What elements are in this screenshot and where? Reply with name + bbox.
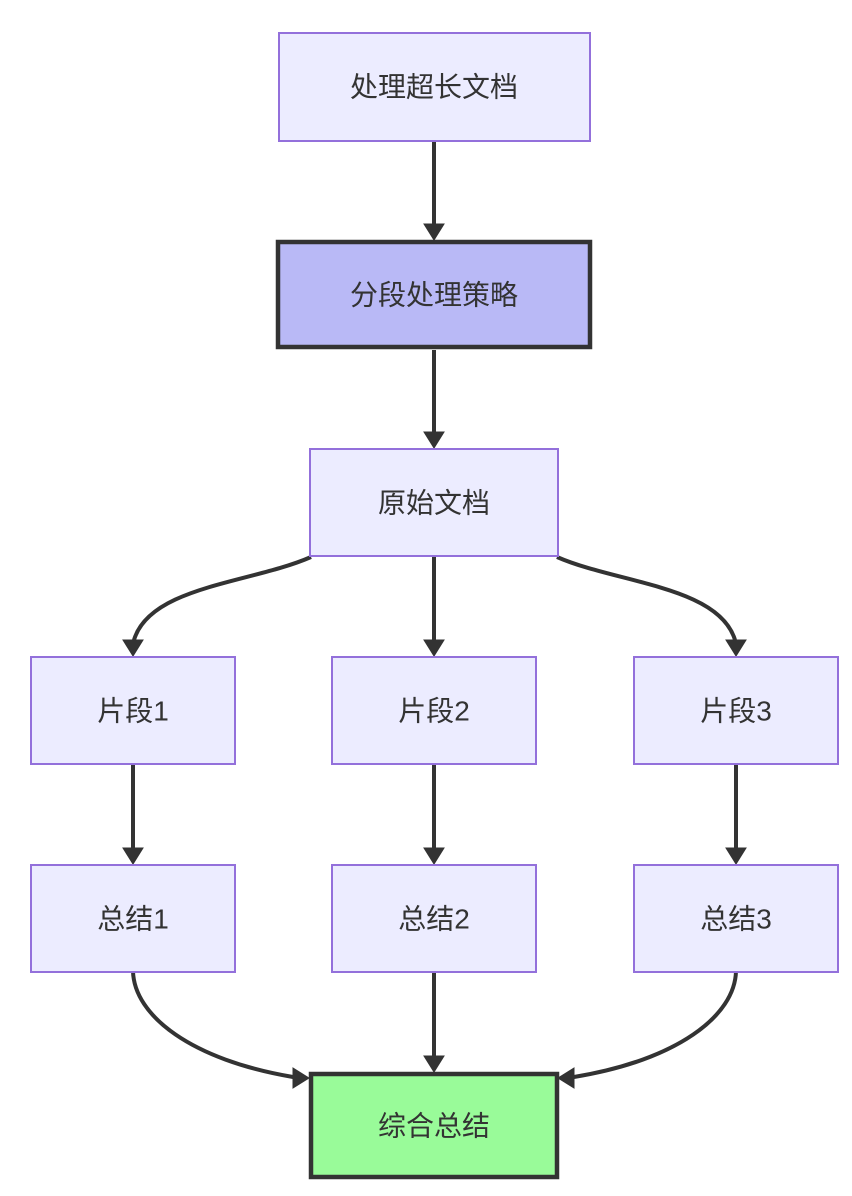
arrowhead-down-icon (423, 639, 445, 657)
node-chunk2-label: 片段2 (398, 696, 470, 727)
edge-original-to-chunk3 (556, 555, 747, 657)
node-process-doc-label: 处理超长文档 (350, 72, 518, 103)
node-strategy-label: 分段处理策略 (350, 280, 518, 311)
arrowhead-left-icon (557, 1067, 575, 1089)
edge-strategy-to-original (423, 350, 445, 449)
arrowhead-down-icon (725, 847, 747, 865)
node-summary3-label: 总结3 (700, 904, 772, 935)
node-chunk1-label: 片段1 (97, 696, 169, 727)
node-chunk3-label: 片段3 (700, 696, 772, 727)
arrowhead-down-icon (122, 847, 144, 865)
edge-original-to-chunk1 (122, 555, 312, 657)
edge-summary1-to-final (131, 970, 310, 1089)
node-summary2: 总结2 (331, 864, 537, 973)
node-final-summary-label: 综合总结 (378, 1111, 490, 1142)
node-summary1-label: 总结1 (97, 904, 169, 935)
node-process-doc: 处理超长文档 (278, 32, 591, 142)
edge-summary2-to-final (423, 971, 445, 1073)
arrowhead-right-icon (292, 1067, 310, 1089)
node-original-doc-label: 原始文档 (378, 488, 490, 519)
node-chunk1: 片段1 (30, 656, 236, 765)
node-summary1: 总结1 (30, 864, 236, 973)
node-original-doc: 原始文档 (309, 448, 559, 557)
node-summary3: 总结3 (633, 864, 839, 973)
node-chunk3: 片段3 (633, 656, 839, 765)
node-chunk2: 片段2 (331, 656, 537, 765)
edge-chunk2-to-summary2 (423, 764, 445, 865)
node-strategy: 分段处理策略 (275, 239, 593, 350)
edge-summary3-to-final (557, 970, 738, 1089)
arrowhead-down-icon (725, 639, 747, 657)
arrowhead-down-icon (423, 1055, 445, 1073)
arrowhead-down-icon (122, 639, 144, 657)
edge-process-to-strategy (423, 141, 445, 241)
arrowhead-down-icon (423, 223, 445, 241)
arrowhead-down-icon (423, 847, 445, 865)
node-final-summary: 综合总结 (308, 1071, 560, 1180)
node-summary2-label: 总结2 (398, 904, 470, 935)
arrowhead-down-icon (423, 431, 445, 449)
edge-chunk3-to-summary3 (725, 764, 747, 865)
edge-original-to-chunk2 (423, 557, 445, 657)
edge-chunk1-to-summary1 (122, 764, 144, 865)
